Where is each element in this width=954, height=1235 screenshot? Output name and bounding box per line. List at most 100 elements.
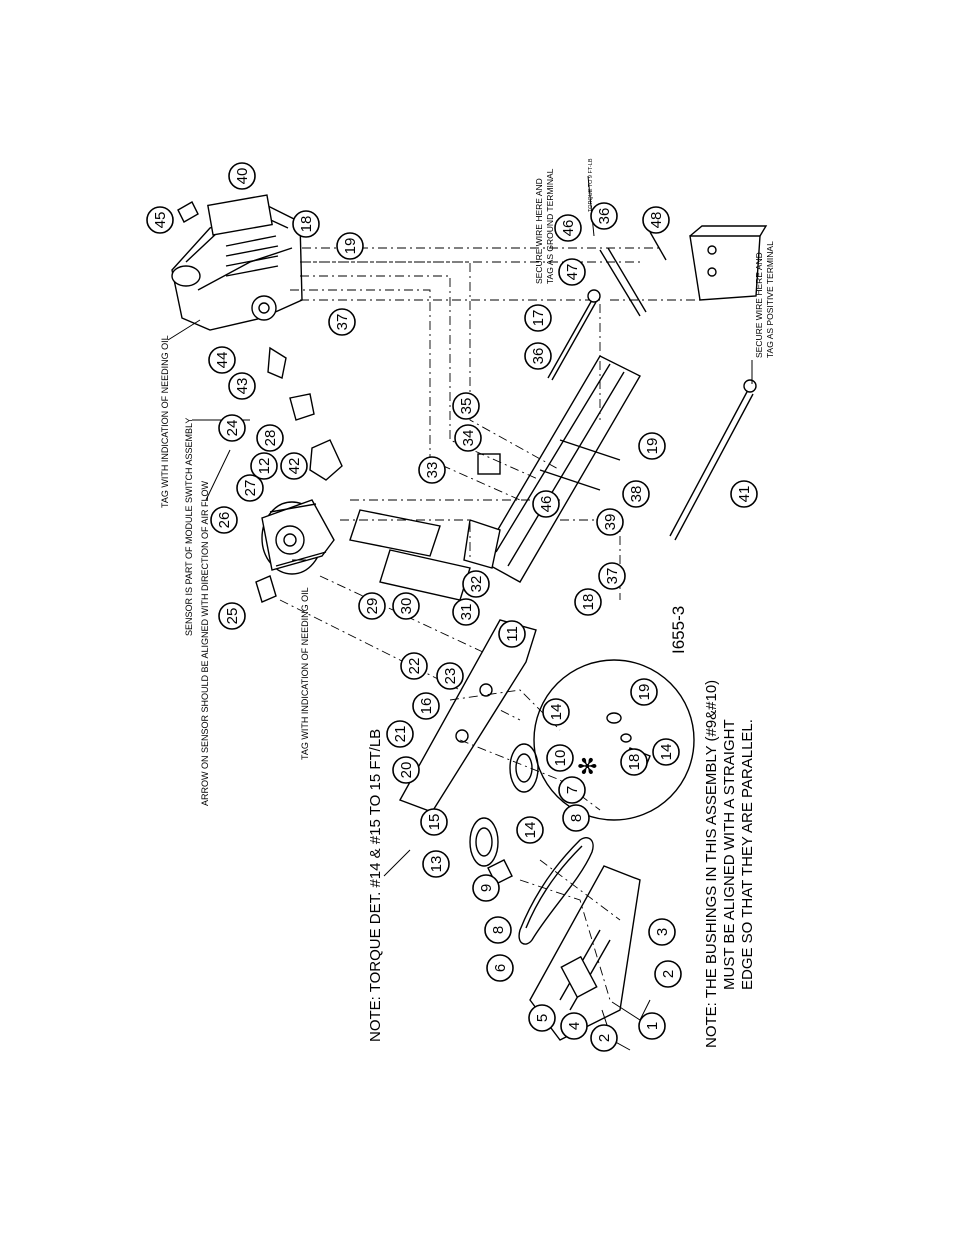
svg-text:41: 41 xyxy=(736,486,753,503)
compressor-assembly xyxy=(261,499,335,575)
callout-24: 24 xyxy=(218,414,246,442)
pulley-10 xyxy=(509,743,539,793)
callout-10: 10 xyxy=(546,744,574,772)
wire-17 xyxy=(547,289,601,381)
callout-6: 6 xyxy=(486,954,514,982)
ground-terminal-label-1: SECURE WIRE HERE AND xyxy=(534,178,544,284)
svg-text:37: 37 xyxy=(334,314,351,331)
callouts: 1 2 2 3 4 5 6 7 8 8 9 10 11 12 13 14 14 … xyxy=(146,162,758,1052)
svg-text:12: 12 xyxy=(256,458,273,475)
svg-text:38: 38 xyxy=(628,486,645,503)
callout-30: 30 xyxy=(392,592,420,620)
svg-text:6: 6 xyxy=(492,964,509,972)
svg-text:44: 44 xyxy=(214,352,231,369)
svg-text:20: 20 xyxy=(398,762,415,779)
bushing-note-line3: EDGE SO THAT THEY ARE PARALLEL. xyxy=(739,719,756,990)
pulley-13 xyxy=(469,817,499,867)
svg-text:37: 37 xyxy=(604,568,621,585)
callout-2: 2 xyxy=(654,960,682,988)
svg-text:15: 15 xyxy=(426,814,443,831)
svg-text:34: 34 xyxy=(460,430,477,447)
svg-text:9: 9 xyxy=(478,884,495,892)
callout-39: 39 xyxy=(596,508,624,536)
callout-11: 11 xyxy=(498,620,526,648)
callout-1: 1 xyxy=(638,1012,666,1040)
callout-23: 23 xyxy=(436,662,464,690)
ground-cable-41 xyxy=(669,379,757,541)
callout-46: 46 xyxy=(532,490,560,518)
svg-text:7: 7 xyxy=(564,786,581,794)
svg-text:17: 17 xyxy=(530,310,547,327)
module-switch-34 xyxy=(477,453,501,475)
callout-27: 27 xyxy=(236,474,264,502)
callout-48: 48 xyxy=(642,206,670,234)
callout-19: 19 xyxy=(638,432,666,460)
callout-18: 18 xyxy=(620,748,648,776)
callout-3: 3 xyxy=(648,918,676,946)
callout-7: 7 xyxy=(558,776,586,804)
svg-text:18: 18 xyxy=(626,754,643,771)
svg-text:24: 24 xyxy=(224,420,241,437)
positive-terminal-label-2: TAG AS POSITIVE TERMINAL xyxy=(765,241,775,358)
svg-text:10: 10 xyxy=(552,750,569,767)
callout-29: 29 xyxy=(358,592,386,620)
svg-text:35: 35 xyxy=(458,398,475,415)
sensor-part-label: SENSOR IS PART OF MODULE SWITCH ASSEMBLY xyxy=(184,418,194,636)
callout-18: 18 xyxy=(574,588,602,616)
drive-bracket-20 xyxy=(398,619,537,813)
callout-37: 37 xyxy=(598,562,626,590)
callout-13: 13 xyxy=(422,850,450,878)
callout-14: 14 xyxy=(542,698,570,726)
svg-text:48: 48 xyxy=(648,212,665,229)
callout-36: 36 xyxy=(590,202,618,230)
callout-33: 33 xyxy=(418,456,446,484)
callout-14: 14 xyxy=(652,738,680,766)
callout-36: 36 xyxy=(524,342,552,370)
svg-text:30: 30 xyxy=(398,598,415,615)
callout-19: 19 xyxy=(336,232,364,260)
assembly-lines xyxy=(279,247,700,721)
svg-text:36: 36 xyxy=(530,348,547,365)
callout-38: 38 xyxy=(622,480,650,508)
callout-18: 18 xyxy=(292,210,320,238)
callout-45: 45 xyxy=(146,206,174,234)
tag-oil-bottom-label: TAG WITH INDICATION OF NEEDING OIL xyxy=(300,587,310,760)
callout-9: 9 xyxy=(472,874,500,902)
svg-text:25: 25 xyxy=(224,608,241,625)
mount-plates xyxy=(349,509,471,601)
callout-26: 26 xyxy=(210,506,238,534)
svg-text:23: 23 xyxy=(442,668,459,685)
callout-42: 42 xyxy=(280,452,308,480)
svg-text:33: 33 xyxy=(424,462,441,479)
svg-text:16: 16 xyxy=(418,698,435,715)
detail-asterisk: ✻ xyxy=(575,756,602,776)
callout-35: 35 xyxy=(452,392,480,420)
svg-text:14: 14 xyxy=(658,744,675,761)
callout-37: 37 xyxy=(328,308,356,336)
ground-terminal-label-2: TAG AS GROUND TERMINAL xyxy=(545,168,555,284)
belt-6 xyxy=(518,836,594,945)
callout-41: 41 xyxy=(730,480,758,508)
svg-text:39: 39 xyxy=(602,514,619,531)
svg-text:11: 11 xyxy=(504,626,521,642)
callout-40: 40 xyxy=(228,162,256,190)
callout-8: 8 xyxy=(562,804,590,832)
bushing-note-line1: NOTE: THE BUSHINGS IN THIS ASSEMBLY (#9&… xyxy=(703,680,720,1048)
callout-22: 22 xyxy=(400,652,428,680)
svg-text:13: 13 xyxy=(428,856,445,873)
svg-text:32: 32 xyxy=(468,576,485,593)
positive-terminal-label-1: SECURE WIRE HERE AND xyxy=(754,252,764,358)
svg-text:31: 31 xyxy=(458,604,475,621)
callout-44: 44 xyxy=(208,346,236,374)
callout-14: 14 xyxy=(516,816,544,844)
callout-21: 21 xyxy=(386,720,414,748)
bushing-note-line2: MUST BE ALIGNED WITH A STRAIGHT xyxy=(721,719,738,990)
callout-46: 46 xyxy=(554,214,582,242)
svg-text:29: 29 xyxy=(364,598,381,615)
svg-text:18: 18 xyxy=(298,216,315,233)
svg-text:26: 26 xyxy=(216,512,233,529)
svg-text:4: 4 xyxy=(566,1022,583,1030)
svg-text:8: 8 xyxy=(568,814,585,822)
